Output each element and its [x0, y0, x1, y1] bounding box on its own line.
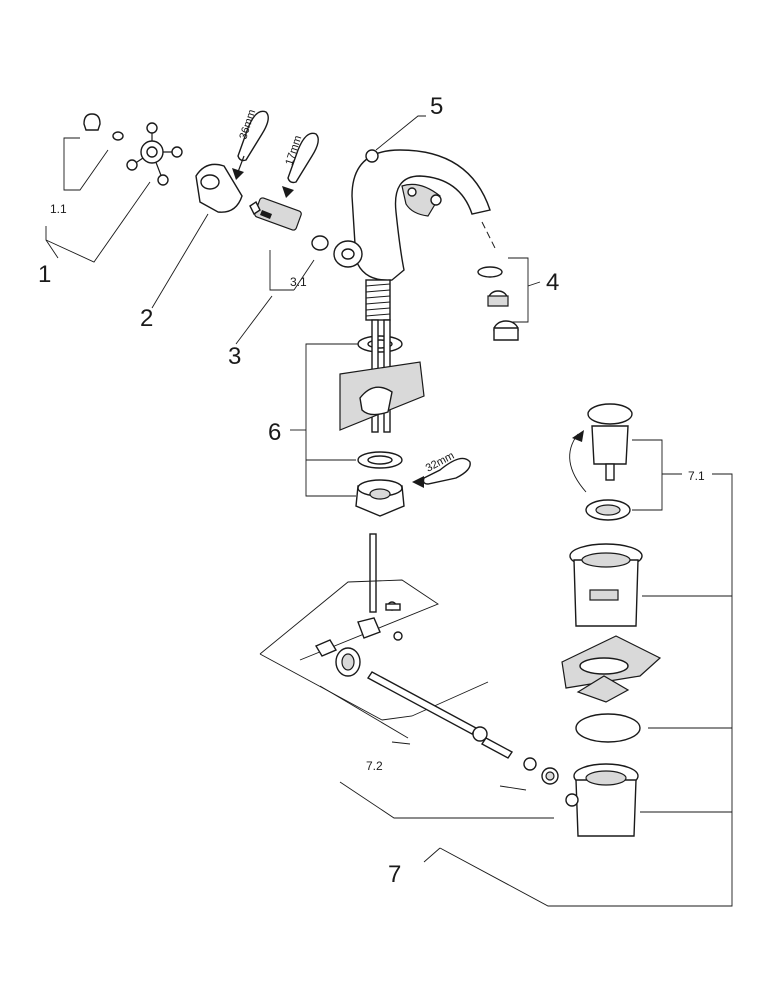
label-7: 7 [388, 861, 401, 888]
label-7-2: 7.2 [366, 759, 383, 773]
label-4: 4 [546, 269, 559, 296]
label-6: 6 [268, 419, 281, 446]
label-5: 5 [430, 93, 443, 120]
label-3-1: 3.1 [290, 275, 307, 289]
wrench-17mm-icon [282, 132, 319, 198]
aerator-group [477, 257, 541, 341]
wrench-36mm-icon [232, 110, 269, 180]
popup-rod-group [259, 533, 559, 819]
cross-handle [126, 122, 183, 186]
label-7-1: 7.1 [688, 469, 705, 483]
label-1: 1 [38, 261, 51, 288]
spout-body [333, 115, 497, 321]
drain-group [423, 403, 733, 907]
label-1-1: 1.1 [50, 202, 67, 216]
escutcheon [151, 163, 243, 309]
wrench-32mm-icon [412, 457, 471, 488]
handle-assembly [45, 113, 183, 263]
mounting-group [290, 319, 471, 517]
label-3: 3 [228, 343, 241, 370]
cartridge [235, 197, 329, 345]
label-2: 2 [140, 305, 153, 332]
